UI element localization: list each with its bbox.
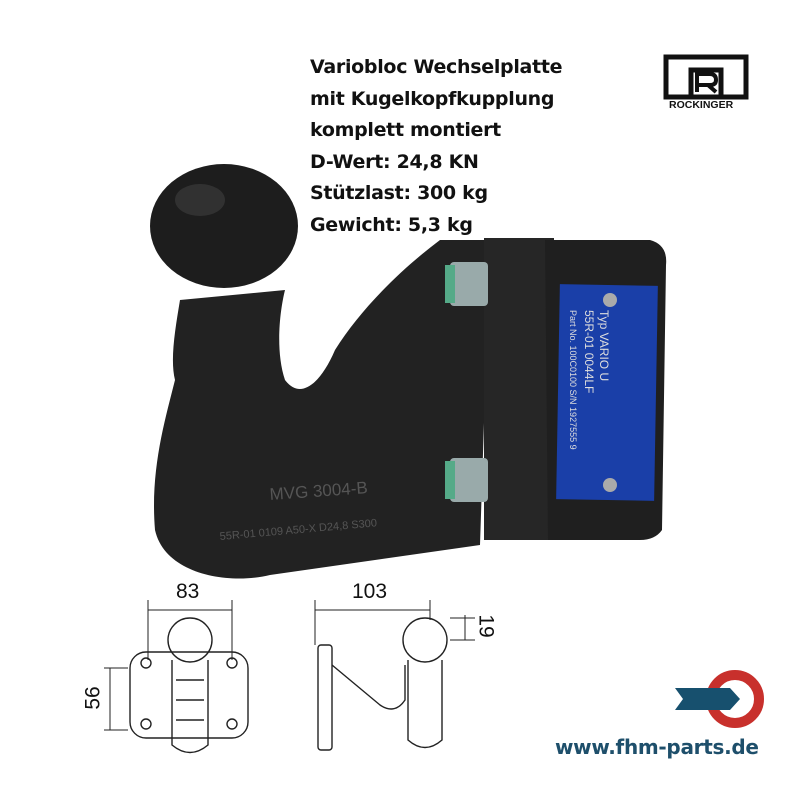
dimension-19: 19 [474,614,498,638]
rivet-icon [603,293,617,307]
hitch-photo: Typ VARIO U 55R-01 0044LF Part No. 100C0… [150,164,667,579]
spec-line: komplett montiert [310,119,501,141]
ball-icon [150,164,298,288]
dimension-103: 103 [352,580,388,603]
spec-line: Gewicht: 5,3 kg [310,213,473,236]
bolt-bottom [450,458,488,502]
label-text-2: 55R-01 0044LF [582,310,596,393]
type-label [556,284,658,501]
ball-highlight [175,184,225,216]
front-view-drawing [104,600,249,754]
brand-name: ROCKINGER [669,99,734,111]
arrow-icon [675,688,740,710]
washer-bottom [445,461,455,499]
r-letter-icon [695,72,719,94]
fhm-logo [675,670,764,728]
dimension-83: 83 [176,580,200,603]
spec-line: D-Wert: 24,8 KN [310,150,479,173]
spec-line: mit Kugelkopfkupplung [310,87,555,110]
label-text-3: Part No. 100C0100 S/N 1927555 9 [568,310,578,450]
rivet-icon [603,478,617,492]
product-spec: Variobloc Wechselplatte mit Kugelkopfkup… [310,52,563,241]
spec-line: Variobloc Wechselplatte [310,56,563,78]
side-view-drawing [314,600,475,751]
spec-line: Stützlast: 300 kg [310,182,488,204]
washer-top [445,265,455,303]
shop-url[interactable]: www.fhm-parts.de [555,735,759,759]
hitch-body [154,240,491,579]
mounting-block [484,238,554,540]
dimension-56: 56 [81,686,105,710]
bolt-top [450,262,488,306]
rockinger-logo [663,54,749,100]
label-text-1: Typ VARIO U [597,310,611,381]
